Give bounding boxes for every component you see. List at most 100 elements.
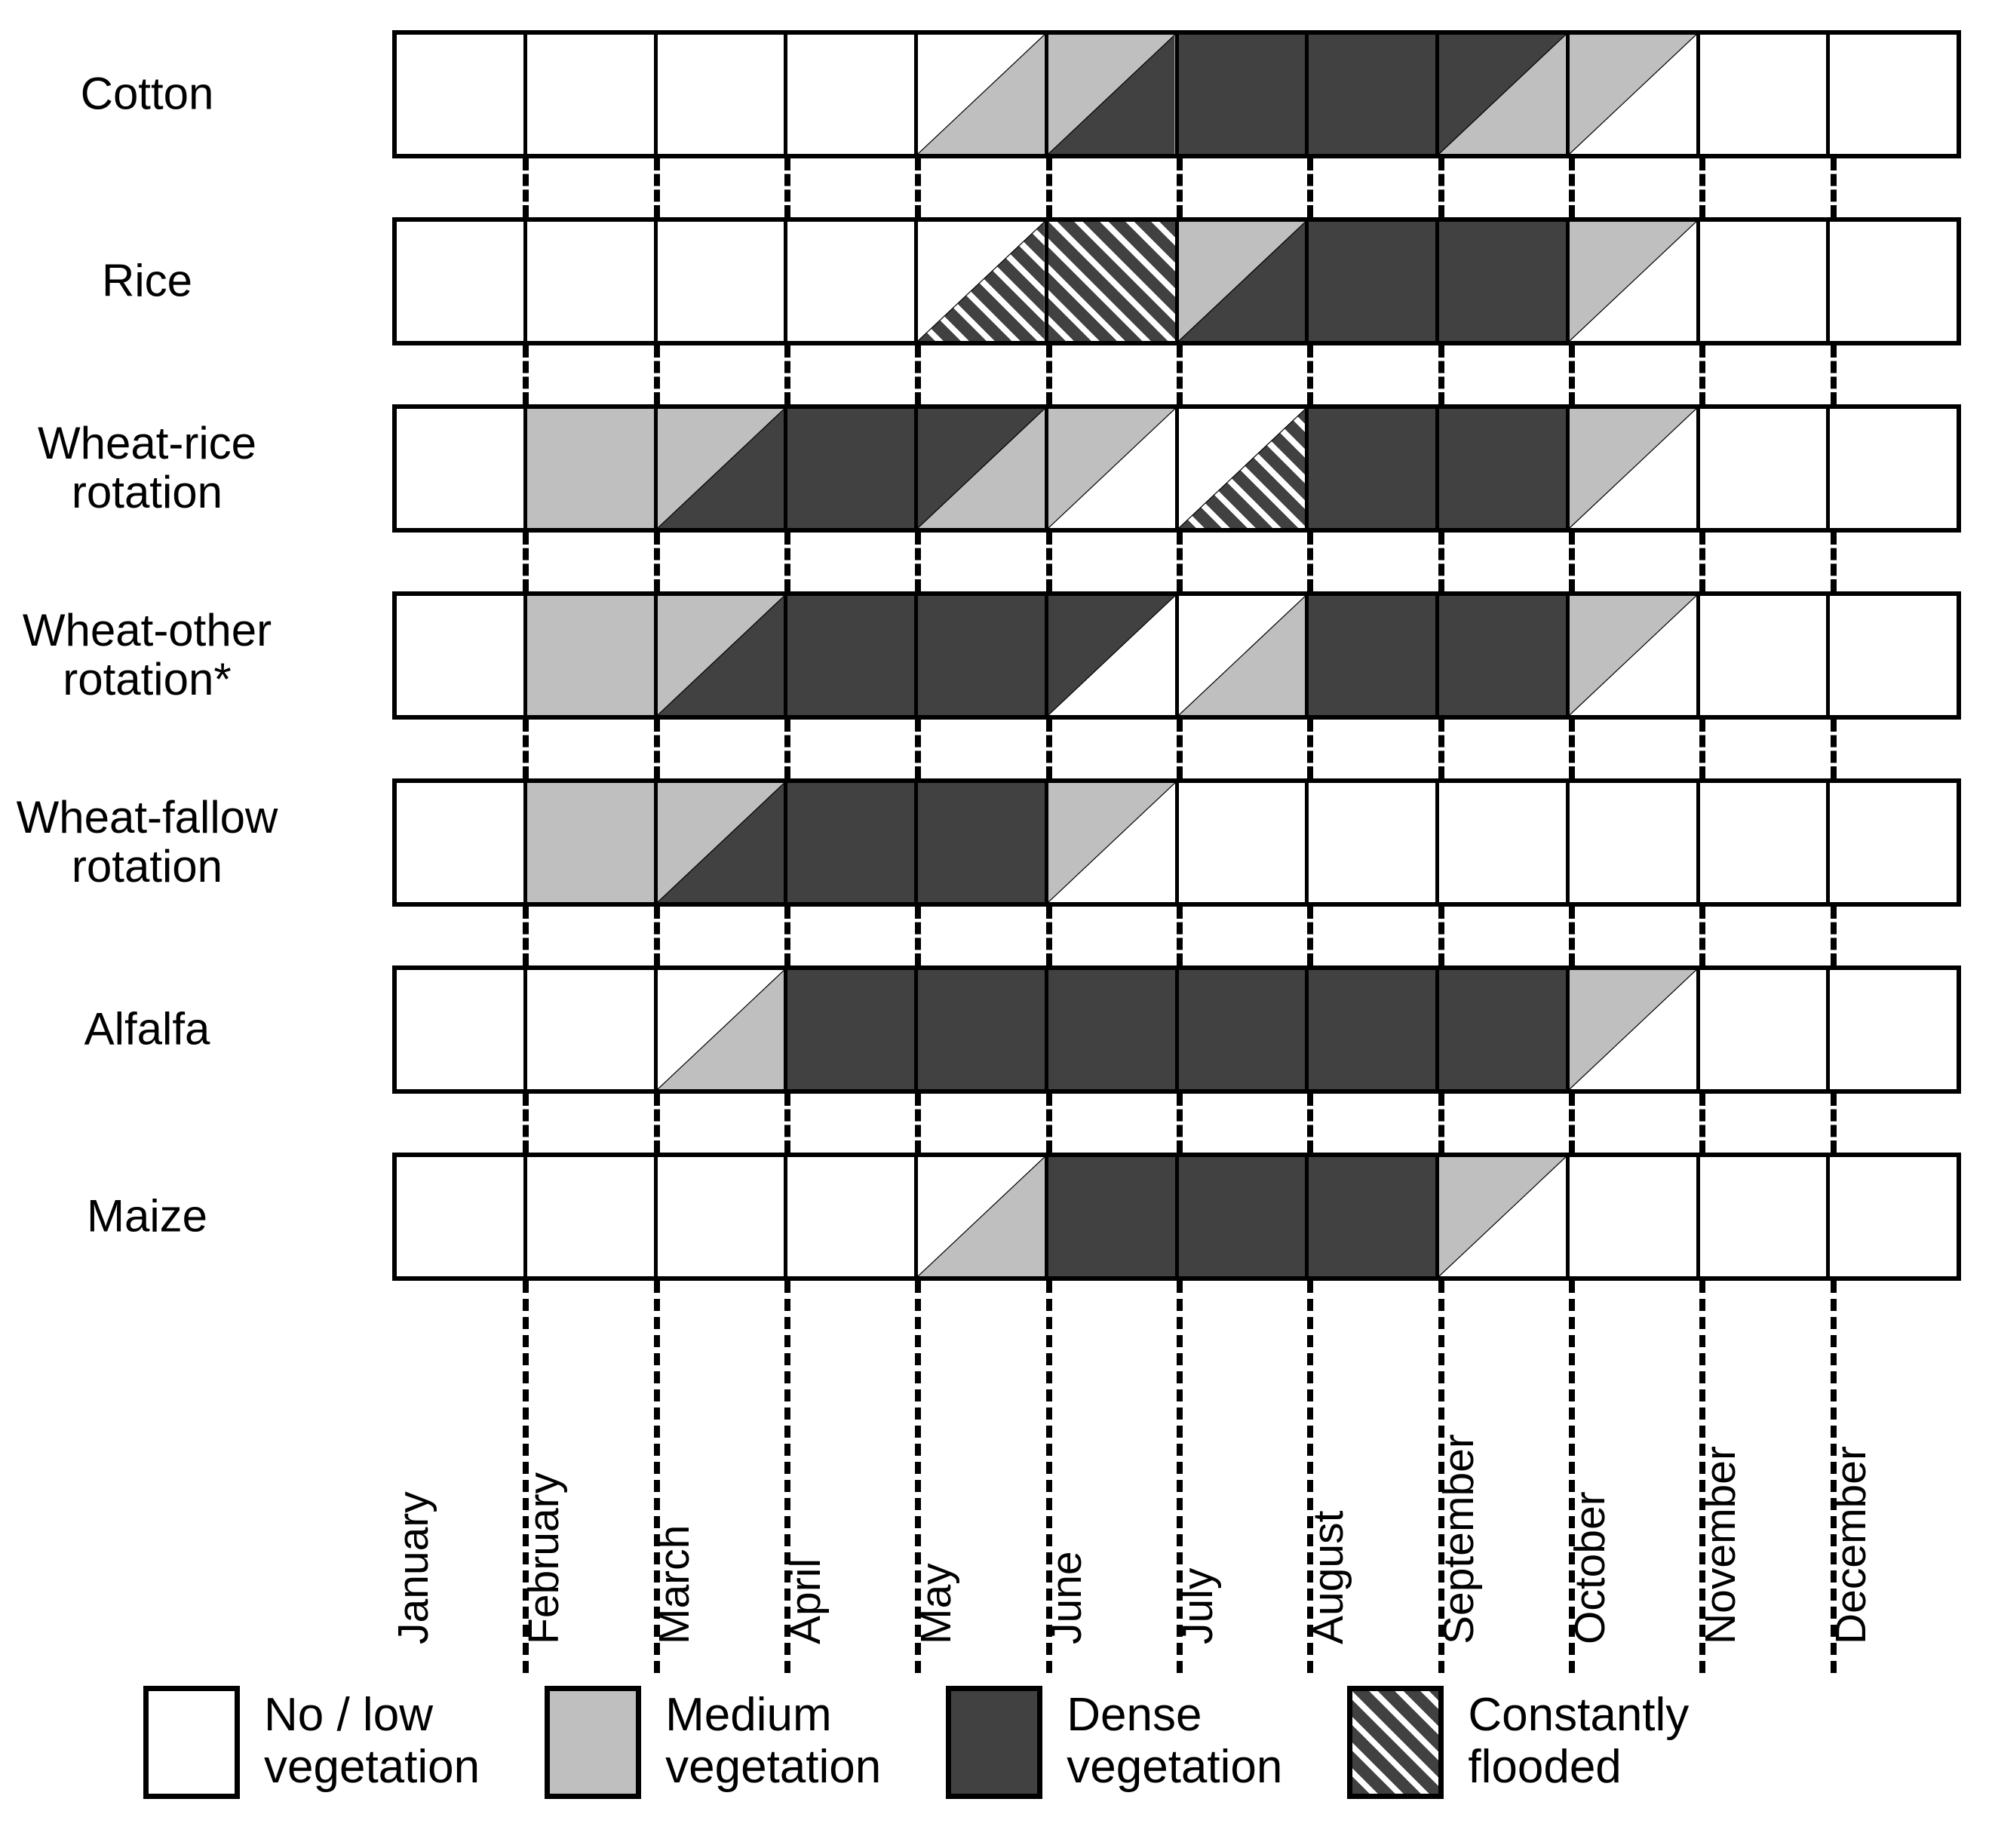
cell-fill: [1309, 222, 1435, 341]
cell-fill: [1178, 1157, 1306, 1276]
calendar-cell: [1309, 35, 1439, 154]
month-divider-dashed: [1177, 345, 1183, 404]
cell-diagonal: [1570, 596, 1696, 715]
calendar-cell: [1569, 596, 1700, 715]
month-label: July: [1173, 1567, 1222, 1644]
month-divider-dashed: [1177, 720, 1183, 778]
cell-fill: [397, 970, 523, 1089]
cell-fill: [918, 596, 1045, 715]
cell-diagonal: [658, 783, 784, 902]
cell-fill: [1048, 222, 1175, 341]
month-divider-dashed: [784, 533, 790, 591]
cell-fill: [1439, 409, 1566, 528]
month-axis-slot: September: [1435, 1328, 1569, 1644]
month-axis-slot: July: [1174, 1328, 1307, 1644]
cell-fill: [397, 409, 523, 528]
month-divider-dashed-axis: [915, 1281, 922, 1673]
calendar-cell: [397, 783, 527, 902]
cell-diagonal: [1439, 35, 1566, 154]
calendar-cell: [1569, 35, 1700, 154]
month-divider-dashed: [1177, 158, 1183, 217]
calendar-cell: [1309, 1157, 1439, 1276]
month-divider-dashed: [1699, 345, 1706, 404]
calendar-cell: [1439, 783, 1570, 902]
cell-fill: [657, 222, 784, 341]
calendar-cell: [1569, 409, 1700, 528]
month-label: May: [911, 1563, 960, 1644]
calendar-cell: [1569, 970, 1700, 1089]
legend-swatch-medium: [545, 1686, 642, 1799]
calendar-cell: [1178, 1157, 1309, 1276]
month-axis-slot: March: [650, 1328, 784, 1644]
month-divider-dashed: [1438, 533, 1444, 591]
cell-fill: [526, 1157, 654, 1276]
legend-label: Dense vegetation: [1067, 1689, 1283, 1794]
month-divider-dashed: [1307, 907, 1314, 965]
calendar-cell: [1569, 1157, 1700, 1276]
cell-fill: [397, 222, 523, 341]
month-divider-dashed: [784, 907, 790, 965]
crop-row: [392, 217, 1961, 345]
cell-diagonal: [1048, 783, 1175, 902]
cell-fill: [918, 970, 1045, 1089]
month-divider-dashed: [1569, 720, 1575, 778]
legend-item: Dense vegetation: [946, 1686, 1282, 1799]
cell-diagonal: [1179, 409, 1306, 528]
month-divider-dashed: [523, 907, 529, 965]
calendar-cell: [526, 596, 658, 715]
month-divider-dashed: [1438, 1094, 1444, 1153]
calendar-cell: [397, 222, 527, 341]
cell-fill: [397, 1157, 523, 1276]
calendar-cell: [787, 222, 918, 341]
cell-fill: [1309, 970, 1435, 1089]
month-divider-dashed: [1045, 533, 1052, 591]
cell-fill: [1699, 970, 1827, 1089]
calendar-cell: [1830, 1157, 1957, 1276]
month-divider-dashed: [1569, 158, 1575, 217]
cell-fill: [1830, 409, 1957, 528]
calendar-cell: [1439, 222, 1570, 341]
month-divider-dashed: [1699, 158, 1706, 217]
month-divider-dashed-axis: [1830, 1281, 1837, 1673]
calendar-cell: [918, 1157, 1048, 1276]
month-label: November: [1696, 1446, 1745, 1644]
month-divider-dashed: [1699, 720, 1706, 778]
calendar-cell: [1048, 596, 1179, 715]
month-divider-dashed: [1307, 533, 1314, 591]
month-divider-dashed: [1830, 533, 1837, 591]
cell-diagonal: [1570, 35, 1696, 154]
crop-row: [392, 778, 1961, 907]
cell-fill: [1048, 1157, 1175, 1276]
month-label: October: [1565, 1491, 1614, 1644]
cell-fill: [397, 35, 523, 154]
month-divider-dashed: [915, 533, 922, 591]
calendar-cell: [397, 596, 527, 715]
calendar-cell: [1309, 783, 1439, 902]
crop-row: [392, 404, 1961, 533]
calendar-cell: [1699, 409, 1831, 528]
month-divider-dashed: [1699, 1094, 1706, 1153]
cell-fill: [1439, 783, 1566, 902]
month-divider-dashed: [1830, 720, 1837, 778]
cell-fill: [1830, 596, 1957, 715]
cell-fill: [526, 35, 654, 154]
month-axis-slot: August: [1304, 1328, 1438, 1644]
cell-diagonal: [1179, 596, 1306, 715]
cell-fill: [526, 970, 654, 1089]
cell-fill: [787, 409, 914, 528]
calendar-cell: [1699, 783, 1831, 902]
cell-diagonal: [918, 1157, 1045, 1276]
cell-diagonal: [1570, 222, 1696, 341]
calendar-cell: [1048, 35, 1179, 154]
month-divider-dashed-axis: [784, 1281, 790, 1673]
calendar-cell: [787, 35, 918, 154]
calendar-cell: [657, 409, 788, 528]
month-divider-dashed-axis: [1438, 1281, 1444, 1673]
calendar-cell: [1439, 1157, 1570, 1276]
calendar-cell: [526, 35, 658, 154]
cell-fill: [526, 783, 654, 902]
calendar-cell: [1309, 970, 1439, 1089]
crop-row-label: Wheat-rice rotation: [37, 418, 257, 517]
